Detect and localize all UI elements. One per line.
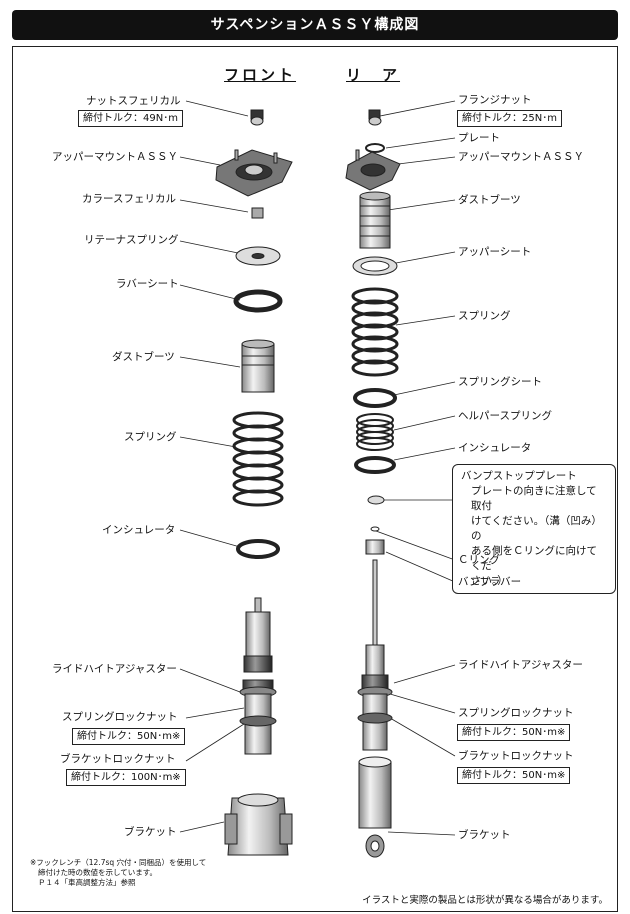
page-title: サスペンションＡＳＳＹ構成図 (12, 10, 618, 40)
label-rear-helper-spring: ヘルパースプリング (458, 410, 552, 422)
torque-rear-bracket-locknut: 締付トルク：50N･m※ (457, 767, 571, 784)
label-rear-bracket-locknut: ブラケットロックナット (458, 750, 574, 762)
leader-lines (179, 100, 456, 836)
bump-stop-note-line: ある側をＣリングに向けてくだ (471, 545, 597, 572)
label-rear-insulator: インシュレータ (458, 442, 532, 454)
label-front-insulator: インシュレータ (102, 524, 176, 536)
bump-stop-note-line: プレートの向きに注意して取付 (471, 485, 597, 512)
label-rear-flange-nut: フランジナット (458, 94, 532, 106)
label-rear-spring-seat: スプリングシート (458, 376, 542, 388)
front-header: フロント (224, 66, 297, 84)
label-front-bracket-locknut: ブラケットロックナット (60, 753, 176, 765)
footnote-line: Ｐ１４「車高調整方法」参照 (38, 878, 136, 887)
label-front-rubber-seat: ラバーシート (116, 278, 179, 290)
label-front-spring: スプリング (124, 431, 177, 443)
label-front-dust-boot: ダストブーツ (112, 351, 175, 363)
label-rear-ride-height-adjuster: ライドハイトアジャスター (458, 659, 583, 671)
bump-stop-note-line: さい。） (471, 575, 508, 587)
torque-front-bracket-locknut: 締付トルク：100N･m※ (66, 769, 186, 786)
label-front-upper-mount: アッパーマウントＡＳＳＹ (52, 151, 178, 163)
label-front-nut: ナットスフェリカル (86, 95, 181, 107)
footnote: ※フックレンチ（12.7sq 穴付・同梱品）を使用して 締付けた時の数値を示して… (30, 858, 206, 888)
label-front-retainer-spring: リテーナスプリング (84, 234, 179, 246)
bump-stop-title: バンプストッププレート (461, 470, 577, 482)
diagram-frame (12, 46, 618, 912)
torque-rear-spring-locknut: 締付トルク：50N･m※ (457, 724, 571, 741)
label-rear-bump-rubber: バンプラバー (458, 576, 522, 588)
bump-stop-note: バンプストッププレート プレートの向きに注意して取付 けてください。（溝（凹み）… (452, 464, 616, 594)
label-rear-c-ring: Ｃリング (458, 554, 500, 566)
disclaimer: イラストと実際の製品とは形状が異なる場合があります。 (362, 895, 608, 906)
label-front-bracket: ブラケット (124, 826, 177, 838)
label-front-spring-locknut: スプリングロックナット (62, 711, 178, 723)
label-rear-spring: スプリング (458, 310, 511, 322)
torque-front-spring-locknut: 締付トルク：50N･m※ (72, 728, 186, 745)
rear-parts (345, 109, 401, 858)
label-rear-bracket: ブラケット (458, 829, 511, 841)
label-front-collar: カラースフェリカル (82, 193, 176, 205)
footnote-line: ※フックレンチ（12.7sq 穴付・同梱品）を使用して (30, 858, 207, 867)
torque-front-nut: 締付トルク：49N･m (78, 110, 183, 127)
front-parts (215, 109, 293, 856)
footnote-line: 締付けた時の数値を示しています。 (38, 868, 158, 877)
torque-rear-flange-nut: 締付トルク：25N･m (457, 110, 562, 127)
label-front-ride-height-adjuster: ライドハイトアジャスター (52, 663, 177, 675)
bump-stop-note-line: けてください。（溝（凹み）の (471, 515, 602, 542)
rear-header: リ ア (346, 66, 401, 84)
label-rear-plate: プレート (458, 132, 500, 144)
label-rear-spring-locknut: スプリングロックナット (458, 707, 574, 719)
label-rear-dust-boot: ダストブーツ (458, 194, 521, 206)
label-rear-upper-mount: アッパーマウントＡＳＳＹ (458, 151, 584, 163)
label-rear-upper-seat: アッパーシート (458, 246, 532, 258)
